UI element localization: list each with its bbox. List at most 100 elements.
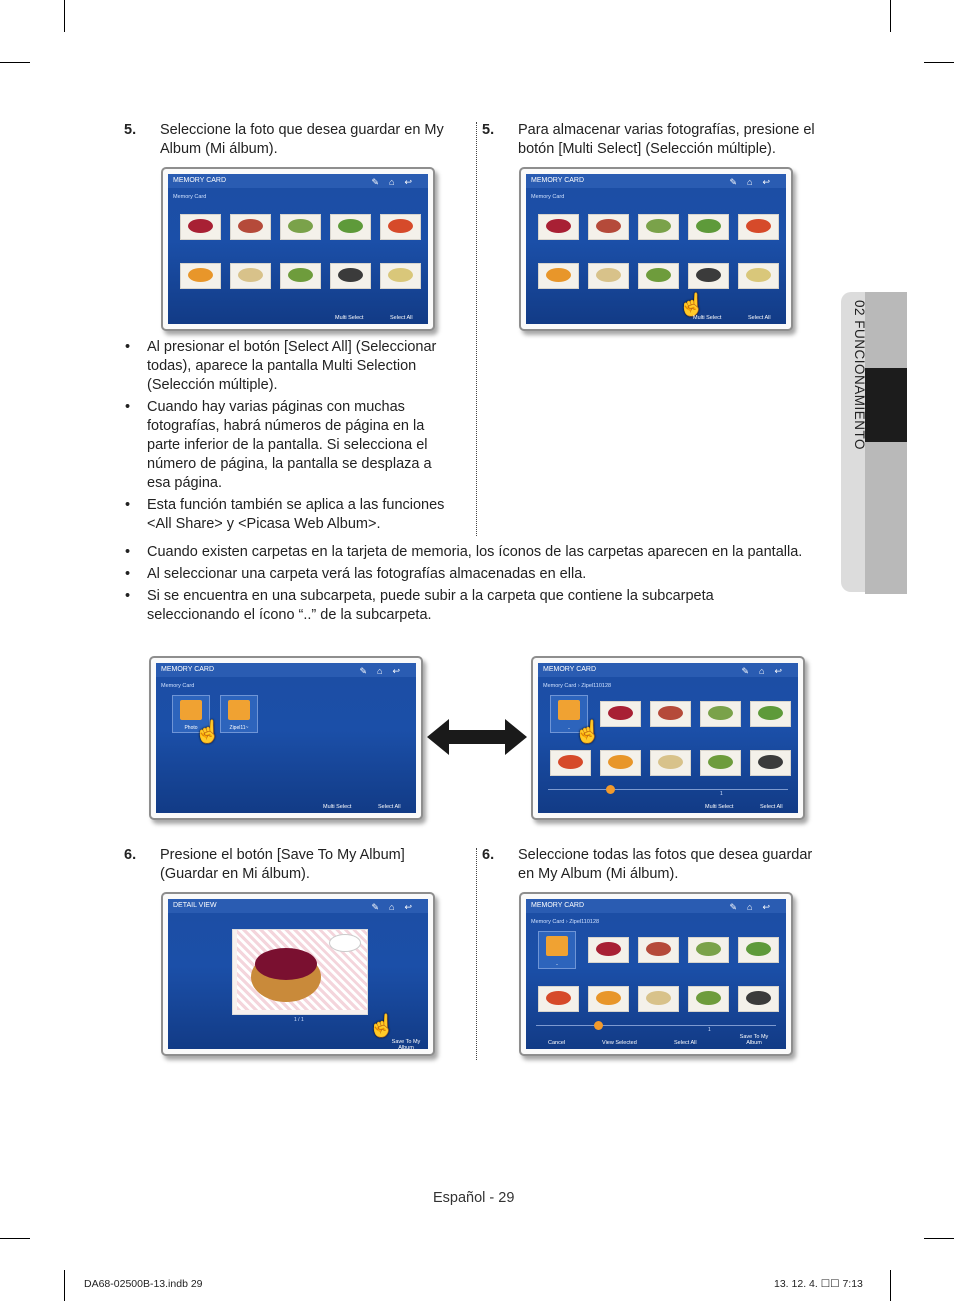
select-all-button[interactable]: Select All (674, 1040, 697, 1046)
double-arrow-icon (427, 719, 527, 755)
crop-mark (0, 1238, 30, 1239)
list-item: Al presionar el botón [Select All] (Sele… (123, 338, 458, 395)
detail-photo (232, 929, 368, 1015)
photo-thumbnail (230, 263, 271, 289)
photo-thumbnail (738, 214, 779, 240)
step-text: Seleccione la foto que desea guardar en … (160, 122, 444, 157)
step-number: 5. (482, 122, 495, 138)
select-all-button[interactable]: Select All (748, 315, 771, 321)
photo-thumbnail (538, 263, 579, 289)
folder-up-icon[interactable]: .. (550, 695, 588, 733)
select-all-button[interactable]: Select All (390, 315, 413, 321)
screen-title: MEMORY CARD (173, 177, 227, 184)
photo-thumbnail (688, 986, 729, 1012)
header-icons: ✎⌂↩ (729, 175, 780, 189)
photo-counter: 1 / 1 (294, 1017, 304, 1023)
side-tab-bar (865, 292, 907, 594)
page-number: Español - 29 (433, 1190, 515, 1206)
photo-thumbnail (650, 701, 691, 727)
list-item: Cuando hay varias páginas con muchas fot… (123, 398, 458, 493)
hand-pointer-icon: ☝ (368, 1013, 396, 1038)
screenshot-subfolder: MEMORY CARD ✎⌂↩ Memory Card › Zipel11012… (531, 656, 805, 820)
home-icon: ⌂ (377, 666, 393, 676)
folder-up-icon[interactable]: .. (538, 931, 576, 969)
multi-select-button[interactable]: Multi Select (335, 315, 364, 321)
step-text: Seleccione todas las fotos que desea gua… (518, 847, 813, 882)
select-all-button[interactable]: Select All (378, 804, 401, 810)
photo-thumbnail (550, 750, 591, 776)
photo-thumbnail (738, 937, 779, 963)
photo-thumbnail (538, 986, 579, 1012)
photo-thumbnail (650, 750, 691, 776)
photo-thumbnail (330, 214, 371, 240)
header-icons: ✎⌂↩ (371, 900, 422, 914)
bullet-list-full: Cuando existen carpetas en la tarjeta de… (123, 543, 803, 628)
back-icon: ↩ (404, 177, 422, 187)
hand-pointer-icon: ☝ (194, 719, 222, 744)
photo-thumbnail (750, 701, 791, 727)
photo-thumbnail (738, 263, 779, 289)
pencil-icon: ✎ (729, 902, 748, 912)
home-icon: ⌂ (389, 177, 405, 187)
cancel-button[interactable]: Cancel (548, 1040, 566, 1046)
header-icons: ✎⌂↩ (359, 664, 410, 678)
save-to-my-album-button[interactable]: Save To My Album (739, 1034, 769, 1046)
pencil-icon: ✎ (359, 666, 378, 676)
photo-thumbnail (600, 701, 641, 727)
page-slider[interactable] (536, 1025, 776, 1026)
print-file-info: DA68-02500B-13.indb 29 (84, 1278, 203, 1290)
breadcrumb: Memory Card › Zipel110128 (543, 683, 612, 689)
folder-icon[interactable]: Zipel11~ (220, 695, 258, 733)
hand-pointer-icon: ☝ (678, 292, 706, 317)
view-selected-button[interactable]: View Selected (602, 1040, 637, 1046)
header-icons: ✎⌂↩ (371, 175, 422, 189)
photo-thumbnail (600, 750, 641, 776)
multi-select-button[interactable]: Multi Select (705, 804, 734, 810)
crop-mark (64, 0, 65, 32)
photo-thumbnail (588, 263, 629, 289)
crop-mark (924, 62, 954, 63)
photo-thumbnail (638, 937, 679, 963)
home-icon: ⌂ (747, 902, 763, 912)
pencil-icon: ✎ (741, 666, 760, 676)
page-slider-knob[interactable] (606, 785, 615, 794)
save-to-my-album-button[interactable]: Save To My Album (391, 1039, 421, 1049)
multi-select-button[interactable]: Multi Select (693, 315, 722, 321)
home-icon: ⌂ (389, 902, 405, 912)
back-icon: ↩ (762, 902, 780, 912)
breadcrumb: Memory Card (161, 683, 195, 689)
screen-title: MEMORY CARD (543, 666, 597, 673)
list-item: Si se encuentra en una subcarpeta, puede… (123, 587, 803, 625)
hand-pointer-icon: ☝ (574, 719, 602, 744)
print-date-info: 13. 12. 4. ☐☐ 7:13 (774, 1278, 863, 1290)
section-label: 02 FUNCIONAMIENTO (852, 300, 867, 451)
photo-thumbnail (750, 750, 791, 776)
step-text: Para almacenar varias fotografías, presi… (518, 122, 815, 157)
multi-select-button[interactable]: Multi Select (323, 804, 352, 810)
column-divider (476, 848, 477, 1060)
back-icon: ↩ (774, 666, 792, 676)
folder-label: Photo (184, 725, 198, 731)
photo-thumbnail (638, 986, 679, 1012)
screenshot-detail-view: DETAIL VIEW ✎⌂↩ 1 / 1 ☝ Save To My Album (161, 892, 435, 1056)
bullet-list-left: Al presionar el botón [Select All] (Sele… (123, 338, 458, 537)
photo-thumbnail (330, 263, 371, 289)
page-slider-knob[interactable] (594, 1021, 603, 1030)
page-slider[interactable] (548, 789, 788, 790)
back-icon: ↩ (762, 177, 780, 187)
photo-thumbnail (638, 263, 679, 289)
pencil-icon: ✎ (729, 177, 748, 187)
list-item: Esta función también se aplica a las fun… (123, 496, 458, 534)
folder-label: .. (567, 725, 571, 731)
photo-thumbnail (700, 750, 741, 776)
folder-label: Zipel11~ (229, 725, 249, 731)
breadcrumb: Memory Card (531, 194, 565, 200)
breadcrumb: Memory Card › Zipel110128 (531, 919, 600, 925)
folder-icon[interactable]: Photo (172, 695, 210, 733)
crop-mark (64, 1270, 65, 1301)
screenshot-multi-select: MEMORY CARD ✎⌂↩ Memory Card ☝ Multi Sele… (519, 167, 793, 331)
photo-thumbnail (738, 986, 779, 1012)
select-all-button[interactable]: Select All (760, 804, 783, 810)
header-icons: ✎⌂↩ (729, 900, 780, 914)
crop-mark (890, 0, 891, 32)
